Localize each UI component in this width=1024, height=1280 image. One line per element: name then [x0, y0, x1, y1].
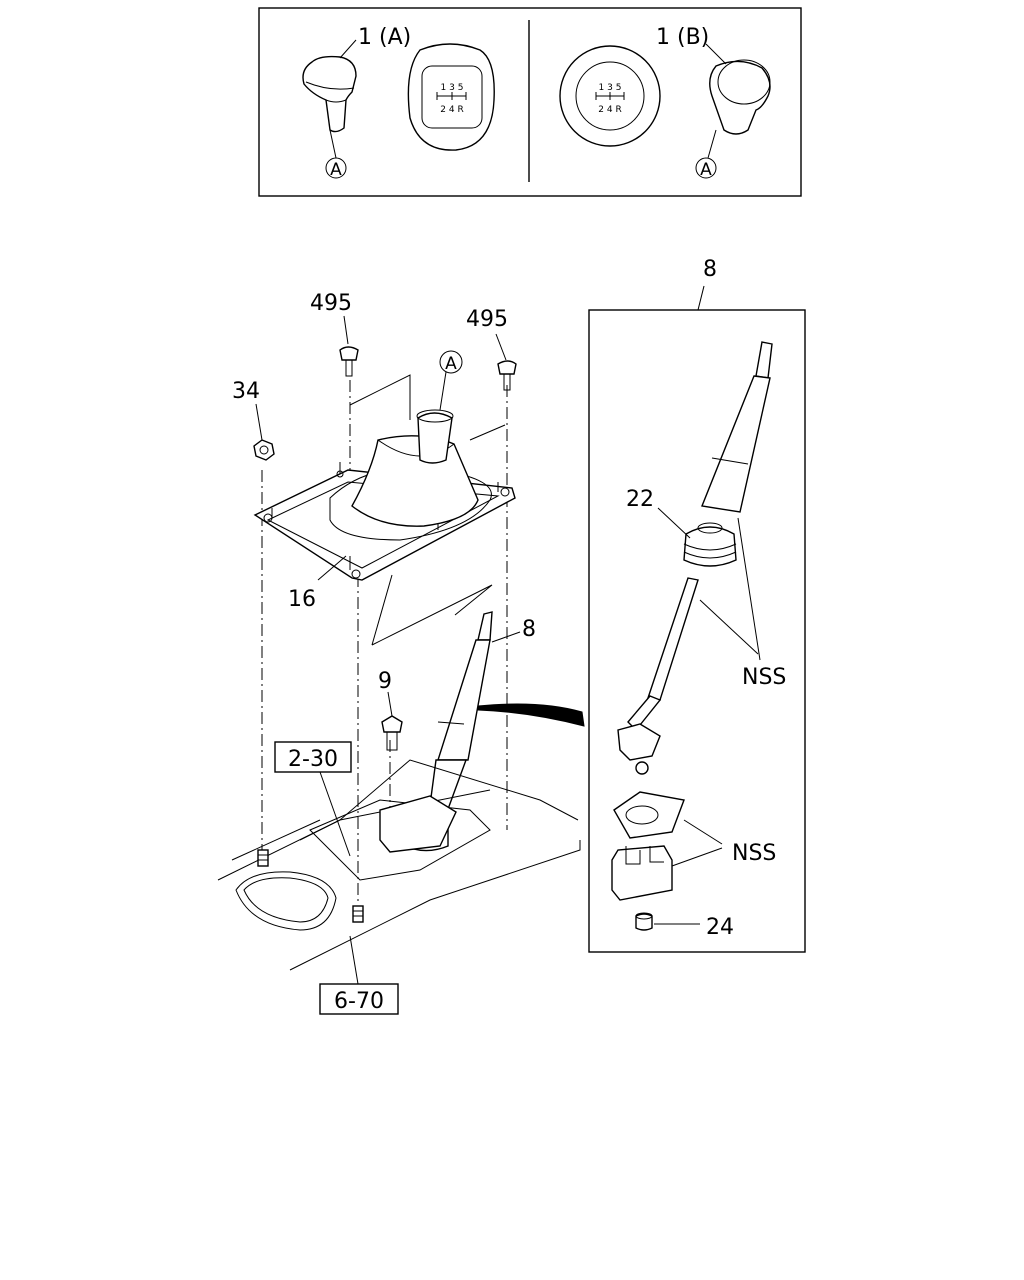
shift-knob-b-icon	[709, 59, 771, 135]
label-2-30: 2-30	[288, 747, 338, 772]
label-nss-lower: NSS	[732, 841, 776, 866]
detail-arrow-icon	[477, 703, 585, 727]
lever-upper-icon	[701, 341, 773, 513]
ref-box-6-70[interactable]	[319, 983, 399, 1015]
label-16: 16	[288, 587, 316, 612]
label-1b: 1 (B)	[656, 25, 709, 50]
shift-knob-a-icon	[302, 55, 357, 133]
boot-22-icon	[683, 522, 737, 567]
pattern-bottom-b: 2 4 R	[598, 105, 621, 115]
label-22: 22	[626, 487, 654, 512]
label-495-right: 495	[466, 307, 508, 332]
detail-title-8: 8	[703, 257, 717, 282]
shift-pattern-plate-b: 1 3 5 2 4 R	[559, 45, 661, 147]
label-nss-upper: NSS	[742, 665, 786, 690]
stud-left-icon	[257, 849, 269, 867]
label-8-main: 8	[522, 617, 536, 642]
main-assembly: A 495 495 34 16	[217, 291, 585, 1015]
ref-circle-a-right	[695, 157, 717, 179]
stud-center-icon	[352, 905, 364, 923]
housing-icon	[611, 845, 673, 901]
bolt-495-right-icon	[497, 360, 517, 391]
pattern-bottom-a: 2 4 R	[440, 105, 463, 115]
lever-rod-icon	[617, 577, 699, 775]
label-24: 24	[706, 915, 734, 940]
knob-panel: A 1 (A) 1 3 5 2 4 R 1 3 5 2 4 R	[258, 7, 802, 197]
shift-pattern-plate-a: 1 3 5 2 4 R	[407, 43, 495, 151]
bolt-9-icon	[381, 715, 403, 751]
bolt-495-left-icon	[339, 346, 359, 377]
label-34: 34	[232, 379, 260, 404]
pattern-top-a: 1 3 5	[441, 83, 464, 93]
label-495-left: 495	[310, 291, 352, 316]
label-1a: 1 (A)	[358, 25, 411, 50]
detail-box-8: 8 22 NSS	[588, 257, 806, 953]
ref-circle-boot	[439, 350, 463, 374]
shift-boot	[351, 409, 479, 527]
ref-letter-a-right: A	[700, 160, 712, 180]
pattern-top-b: 1 3 5	[599, 83, 622, 93]
ref-circle-a-left	[325, 157, 347, 179]
gasket-icon	[613, 791, 685, 839]
floor-panel	[217, 759, 581, 971]
label-6-70: 6-70	[334, 989, 384, 1014]
ref-letter-a-left: A	[330, 160, 342, 180]
bush-24-icon	[635, 912, 653, 931]
label-9: 9	[378, 669, 392, 694]
ref-box-2-30[interactable]	[274, 741, 352, 773]
label-boot-ref: A	[445, 354, 457, 374]
nut-34-icon	[253, 439, 275, 461]
